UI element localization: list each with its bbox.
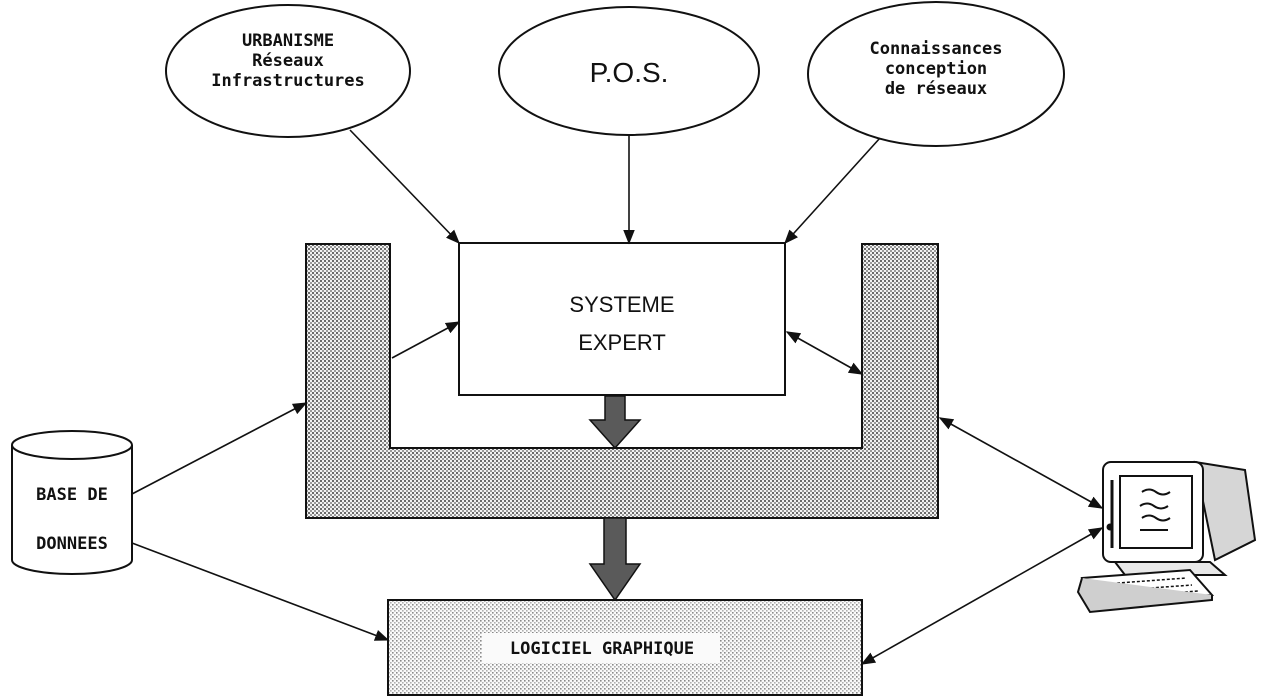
arrow-logiciel-computer-double <box>860 527 1104 665</box>
computer-terminal-icon <box>1076 460 1257 614</box>
connaissances-line-3: de réseaux <box>885 79 987 99</box>
node-logiciel-graphique: LOGICIEL GRAPHIQUE <box>387 599 863 696</box>
arrow-frame-to-systeme <box>391 321 461 359</box>
urbanisme-line-1: URBANISME <box>242 31 334 51</box>
systeme-line-2: EXPERT <box>578 330 666 355</box>
connector-arrows <box>131 129 1104 665</box>
block-arrows <box>588 395 642 602</box>
block-arrow-frame-down <box>588 517 642 602</box>
block-arrow-systeme-down <box>588 395 642 450</box>
node-connaissances: Connaissances conception de réseaux <box>807 1 1065 147</box>
arrow-frame-computer-double <box>938 417 1104 509</box>
u-frame <box>305 243 939 519</box>
connaissances-line-1: Connaissances <box>869 39 1002 59</box>
arrow-base-to-frame <box>131 402 308 495</box>
urbanisme-line-3: Infrastructures <box>211 71 365 91</box>
pos-label: P.O.S. <box>590 57 669 88</box>
arrow-base-to-logiciel <box>131 542 390 641</box>
arrow-systeme-frame-double <box>785 331 864 375</box>
arrow-urbanisme-to-systeme <box>349 129 460 245</box>
base-line-2: DONNEES <box>36 534 108 554</box>
node-urbanisme: URBANISME Réseaux Infrastructures <box>165 4 411 138</box>
systeme-line-1: SYSTEME <box>569 292 674 317</box>
node-pos: P.O.S. <box>498 6 760 136</box>
arrow-connaissances-to-systeme <box>784 137 881 245</box>
urbanisme-line-2: Réseaux <box>252 51 324 71</box>
node-base-donnees: BASE DE DONNEES <box>11 430 133 575</box>
logiciel-label: LOGICIEL GRAPHIQUE <box>510 639 694 659</box>
node-systeme-expert: SYSTEME EXPERT <box>458 242 786 396</box>
base-line-1: BASE DE <box>36 485 108 505</box>
connaissances-line-2: conception <box>885 59 987 79</box>
